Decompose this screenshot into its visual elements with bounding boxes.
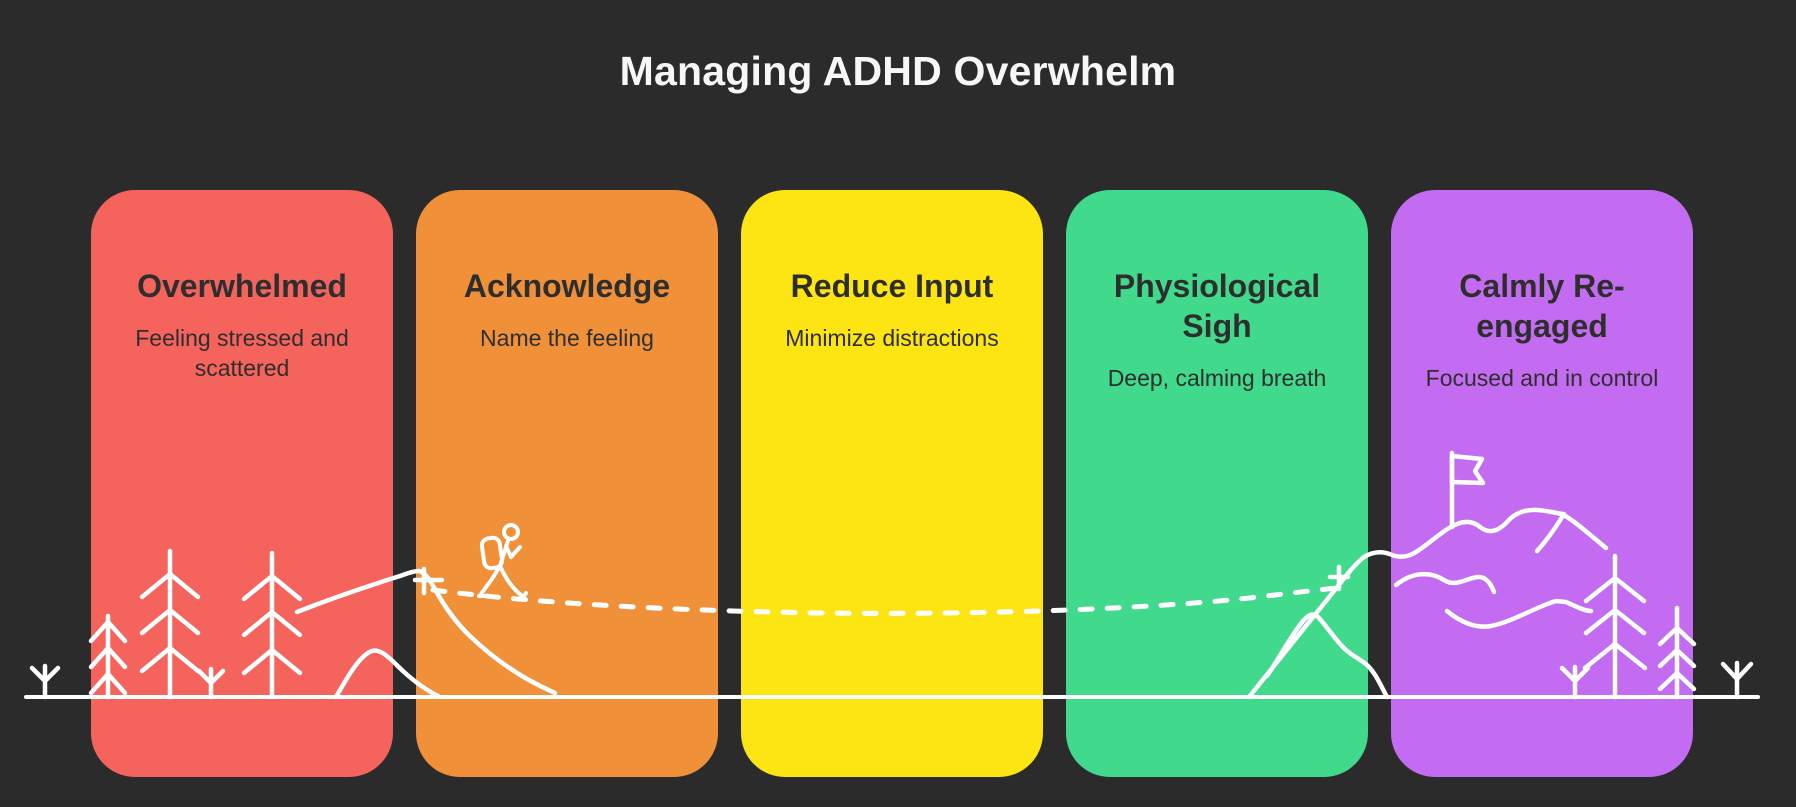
- stage-card-physiological-sigh: Physiological Sigh Deep, calming breath: [1066, 190, 1368, 777]
- stage-card-overwhelmed: Overwhelmed Feeling stressed and scatter…: [91, 190, 393, 777]
- stage-card-reduce-input: Reduce Input Minimize distractions: [741, 190, 1043, 777]
- sprout-icon: [1720, 660, 1754, 700]
- card-subtitle: Deep, calming breath: [1107, 365, 1327, 391]
- card-title: Calmly Re-engaged: [1459, 268, 1625, 344]
- sprout-icon: [29, 663, 61, 700]
- stage-card-acknowledge: Acknowledge Name the feeling: [416, 190, 718, 777]
- stage-card-calmly-reengaged: Calmly Re-engaged Focused and in control: [1391, 190, 1693, 777]
- card-subtitle: Minimize distractions: [785, 325, 999, 351]
- card-subtitle: Feeling stressed and scattered: [135, 325, 349, 381]
- card-title: Reduce Input: [790, 268, 994, 304]
- page-title: Managing ADHD Overwhelm: [619, 48, 1177, 94]
- card-subtitle: Name the feeling: [480, 325, 654, 351]
- card-title: Physiological Sigh: [1113, 268, 1321, 344]
- card-title: Acknowledge: [463, 268, 671, 304]
- card-title: Overwhelmed: [137, 268, 347, 304]
- card-subtitle: Focused and in control: [1425, 365, 1659, 391]
